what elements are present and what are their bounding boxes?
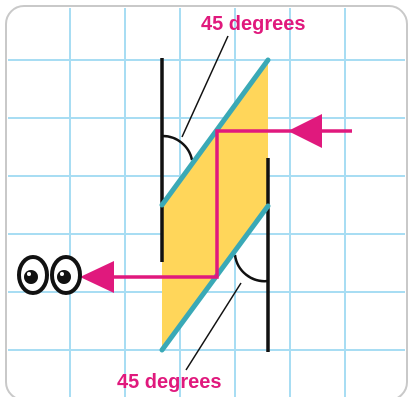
arrow-left-icon (288, 114, 322, 148)
arrow-left-icon (80, 261, 114, 293)
top-mirror (159, 57, 271, 208)
label-bottom-leader (185, 282, 242, 371)
light-ray (110, 129, 352, 279)
angle-arc-top (161, 134, 194, 161)
label-top-leader (181, 35, 229, 138)
angle-arc-bottom (233, 254, 269, 283)
label-bottom: 45 degrees (117, 371, 222, 393)
eyes-icon (17, 255, 82, 295)
label-top: 45 degrees (201, 13, 306, 35)
